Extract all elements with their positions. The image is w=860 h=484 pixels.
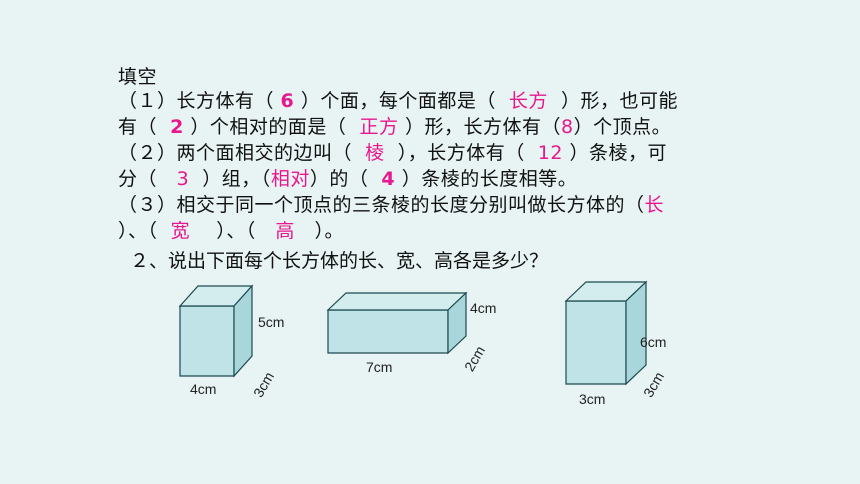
cuboid-3-length-label: 3cm bbox=[579, 391, 606, 407]
cuboid-1-height-label: 5cm bbox=[258, 314, 285, 330]
cuboid-2-top bbox=[326, 292, 468, 311]
text: ）的（ bbox=[309, 168, 382, 190]
text: ）、（ bbox=[118, 220, 171, 242]
answer-opposite: 相对 bbox=[270, 168, 310, 190]
text: ）形，也可能 bbox=[547, 90, 679, 112]
text: ）组，（ bbox=[189, 168, 271, 190]
cuboid-3-height-label: 6cm bbox=[640, 334, 667, 350]
text: ）、（ bbox=[190, 220, 276, 242]
cuboid-2-front bbox=[327, 309, 449, 354]
answer-square: 正方 bbox=[359, 116, 399, 138]
answer-edge: 棱 bbox=[365, 142, 385, 164]
answer-square-faces: 2 bbox=[170, 116, 184, 138]
answer-groups: 3 bbox=[176, 168, 190, 190]
cuboid-1-length-label: 4cm bbox=[190, 381, 217, 397]
cuboid-2 bbox=[326, 291, 468, 355]
text: ）。 bbox=[294, 220, 345, 242]
text: ），长方体有（ bbox=[384, 142, 538, 164]
answer-edge-count: 12 bbox=[537, 142, 563, 164]
cuboid-2-side bbox=[447, 291, 467, 355]
text: ）个顶点。 bbox=[573, 116, 672, 138]
fill-line-5: （３）相交于同一个顶点的三条棱的长度分别叫做长方体的（长 bbox=[118, 190, 664, 217]
text: 分（ bbox=[118, 168, 177, 190]
text: 有（ bbox=[118, 116, 171, 138]
answer-vertices: 8 bbox=[561, 116, 574, 138]
cuboid-1 bbox=[178, 284, 254, 378]
fill-line-3: （２）两个面相交的边叫（ 棱 ），长方体有（ 12 ）条棱，可 bbox=[118, 138, 667, 165]
answer-equal-edges: 4 bbox=[381, 168, 396, 190]
cuboid-1-front bbox=[179, 305, 235, 377]
cuboid-1-side bbox=[233, 284, 253, 378]
text: ）条棱的长度相等。 bbox=[395, 168, 578, 190]
fill-heading: 填空 bbox=[118, 66, 158, 88]
answer-height: 高 bbox=[275, 220, 295, 242]
text: （３）相交于同一个顶点的三条棱的长度分别叫做长方体的（ bbox=[118, 194, 645, 216]
text: ）个面，每个面都是（ bbox=[294, 90, 509, 112]
answer-width: 宽 bbox=[170, 220, 191, 242]
fill-line-6: ）、（ 宽 ）、（ 高 ）。 bbox=[118, 216, 344, 243]
cuboid-3 bbox=[564, 280, 648, 386]
cuboid-2-length-label: 7cm bbox=[366, 359, 393, 375]
text: （２）两个面相交的边叫（ bbox=[118, 142, 366, 164]
fill-line-1: （１）长方体有（ 6 ）个面，每个面都是（ 长方 ）形，也可能 bbox=[118, 86, 678, 113]
fill-line-2: 有（ 2 ）个相对的面是（ 正方 ）形，长方体有（8）个顶点。 bbox=[118, 112, 671, 139]
fill-line-4: 分（ 3 ）组，（相对）的（ 4 ）条棱的长度相等。 bbox=[118, 164, 577, 191]
cuboid-2-height-label: 4cm bbox=[470, 300, 497, 316]
cuboid-3-side bbox=[625, 280, 647, 386]
answer-faces: 6 bbox=[280, 90, 295, 112]
cuboid-3-front bbox=[565, 300, 627, 385]
text: ）个相对的面是（ bbox=[183, 116, 360, 138]
text: （１）长方体有（ bbox=[118, 90, 281, 112]
text: ）形，长方体有（ bbox=[398, 116, 562, 138]
answer-length: 长 bbox=[644, 194, 665, 216]
question-2: ２、说出下面每个长方体的长、宽、高各是多少？ bbox=[130, 250, 549, 272]
answer-face-shape: 长方 bbox=[508, 90, 548, 112]
text: ）条棱，可 bbox=[562, 142, 668, 164]
